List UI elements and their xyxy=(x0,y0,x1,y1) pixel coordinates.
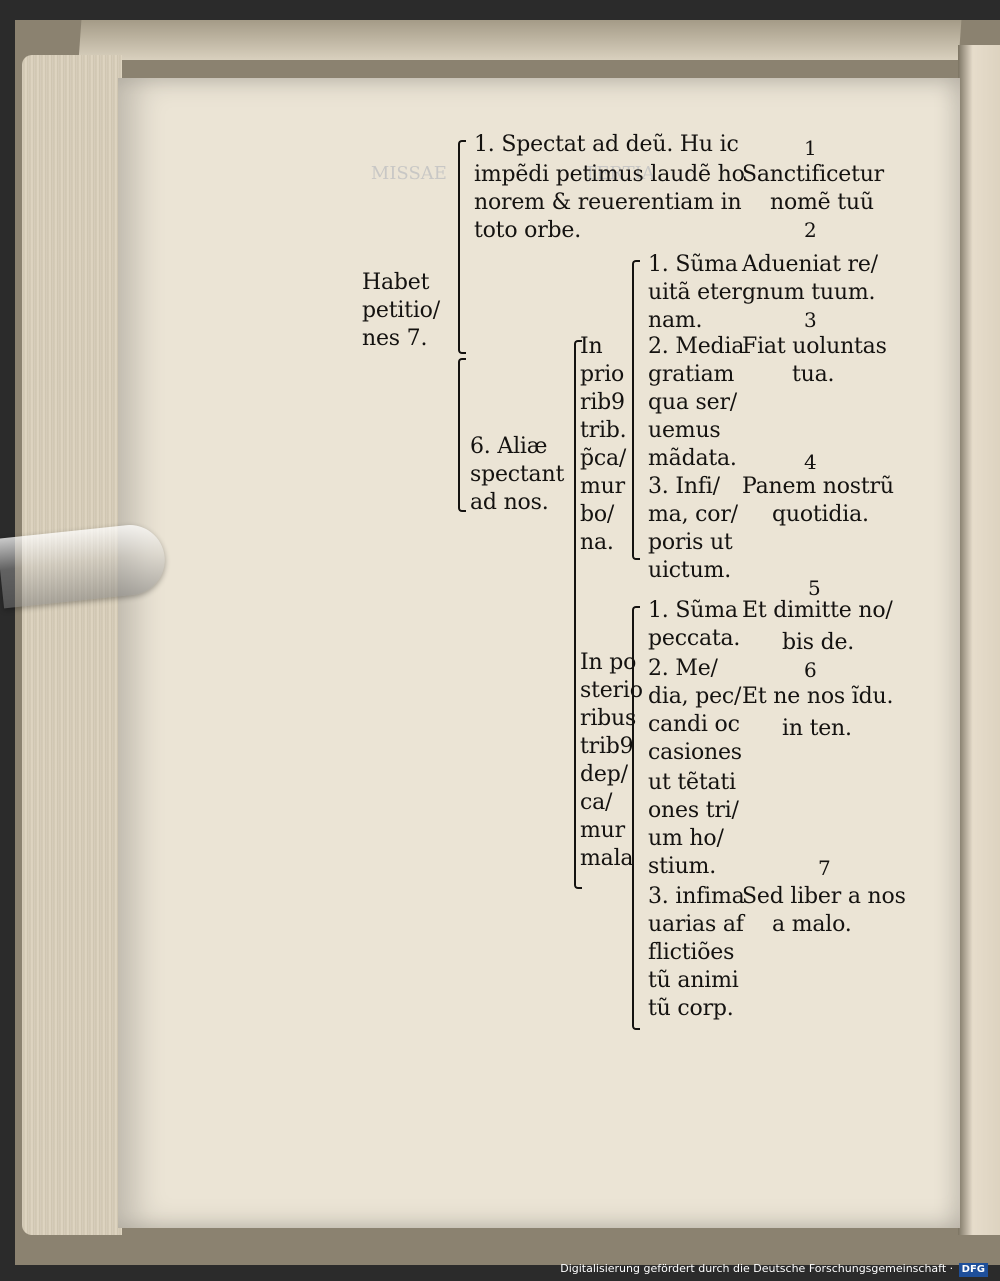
post-item-1: 1. Sũma xyxy=(648,598,738,623)
mid-brace xyxy=(574,340,582,889)
post-item-3: 2. Me/ xyxy=(648,656,718,681)
block-a-line-2: impẽdi petimus laudẽ ho xyxy=(474,162,745,187)
col-post-7: mur xyxy=(580,818,625,843)
prior-item-6: qua ser/ xyxy=(648,390,737,415)
petition-2-number: 2 xyxy=(804,218,817,242)
col-prior-8: na. xyxy=(580,530,614,555)
facing-page-edge xyxy=(958,45,1000,1235)
scanned-page: MISSAE TERTIA Habet petitio/ nes 7. 1. S… xyxy=(118,78,960,1228)
dfg-logo: DFG xyxy=(958,1263,988,1277)
col-post-8: mala xyxy=(580,846,634,871)
prior-item-3: nam. xyxy=(648,308,703,333)
petition-6-number: 6 xyxy=(804,658,817,682)
prior-items-brace xyxy=(632,260,640,560)
petition-1-number: 1 xyxy=(804,136,817,160)
petition-4-number: 4 xyxy=(804,450,817,474)
prior-item-7: uemus xyxy=(648,418,721,443)
post-item-11: 3. infima xyxy=(648,884,745,909)
petition-4-line-1: Panem nostrũ xyxy=(742,474,894,499)
petition-5-line-1: Et dimitte no/ xyxy=(742,598,893,623)
page-stack-edges xyxy=(22,55,122,1235)
post-item-6: casiones xyxy=(648,740,742,765)
col-prior-1: In xyxy=(580,334,603,359)
petition-3-line-2: tua. xyxy=(792,362,835,387)
prior-item-5: gratiam xyxy=(648,362,735,387)
col-post-3: ribus xyxy=(580,706,637,731)
block-b-line-2: spectant xyxy=(470,462,565,487)
post-item-4: dia, pec/ xyxy=(648,684,742,709)
left-label-3: nes 7. xyxy=(362,326,428,351)
prior-item-11: poris ut xyxy=(648,530,733,555)
post-item-9: um ho/ xyxy=(648,826,724,851)
outer-brace-bottom xyxy=(458,358,466,512)
post-items-brace xyxy=(632,606,640,1030)
block-a-line-3: norem & reuerentiam in xyxy=(474,190,742,215)
prior-item-12: uictum. xyxy=(648,558,731,583)
post-item-15: tũ corp. xyxy=(648,996,734,1021)
left-label-1: Habet xyxy=(362,270,430,295)
footer-text: Digitalisierung gefördert durch die Deut… xyxy=(560,1262,954,1275)
book-top-edge xyxy=(78,20,962,60)
post-item-2: peccata. xyxy=(648,626,741,651)
col-prior-6: mur xyxy=(580,474,625,499)
col-prior-3: rib9 xyxy=(580,390,625,415)
prior-item-10: ma, cor/ xyxy=(648,502,738,527)
petition-1-line-2: nomẽ tuũ xyxy=(770,190,874,215)
post-item-8: ones tri/ xyxy=(648,798,739,823)
petition-7-line-2: a malo. xyxy=(772,912,852,937)
block-b-line-1: 6. Aliæ xyxy=(470,434,548,459)
post-item-5: candi oc xyxy=(648,712,740,737)
col-prior-2: prio xyxy=(580,362,625,387)
petition-7-line-1: Sed liber a nos xyxy=(742,884,906,909)
prior-item-8: mãdata. xyxy=(648,446,737,471)
petition-6-line-2: in ten. xyxy=(782,716,852,741)
col-post-1: In po xyxy=(580,650,637,675)
col-post-6: ca/ xyxy=(580,790,613,815)
block-a-line-4: toto orbe. xyxy=(474,218,582,243)
prior-item-9: 3. Infi/ xyxy=(648,474,720,499)
petition-3-line-1: Fiat uoluntas xyxy=(742,334,887,359)
post-item-14: tũ animi xyxy=(648,968,739,993)
block-a-line-1: 1. Spectat ad deũ. Hu ic xyxy=(474,132,739,157)
post-item-13: flictiões xyxy=(648,940,735,965)
petition-3-number: 3 xyxy=(804,308,817,332)
col-prior-5: p̃ca/ xyxy=(580,446,627,471)
footer: Digitalisierung gefördert durch die Deut… xyxy=(560,1262,988,1277)
outer-brace-top xyxy=(458,140,466,354)
left-label-2: petitio/ xyxy=(362,298,440,323)
block-b-line-3: ad nos. xyxy=(470,490,549,515)
col-post-5: dep/ xyxy=(580,762,628,787)
petition-1-line-1: Sanctificetur xyxy=(742,162,885,187)
petition-5-number: 5 xyxy=(808,576,821,600)
post-item-12: uarias af xyxy=(648,912,744,937)
prior-item-1: 1. Sũma xyxy=(648,252,738,277)
col-post-4: trib9 xyxy=(580,734,634,759)
post-item-10: stium. xyxy=(648,854,716,879)
petition-2-line-1: Adueniat re/ xyxy=(742,252,878,277)
prior-item-4: 2. Media xyxy=(648,334,745,359)
petition-6-line-1: Et ne nos ĩdu. xyxy=(742,684,894,709)
petition-2-line-2: gnum tuum. xyxy=(742,280,876,305)
col-prior-7: bo/ xyxy=(580,502,615,527)
petition-4-line-2: quotidia. xyxy=(772,502,869,527)
petition-5-line-2: bis de. xyxy=(782,630,855,655)
col-prior-4: trib. xyxy=(580,418,627,443)
petition-7-number: 7 xyxy=(818,856,831,880)
prior-item-2: uitã eter xyxy=(648,280,742,305)
post-item-7: ut tẽtati xyxy=(648,770,736,795)
